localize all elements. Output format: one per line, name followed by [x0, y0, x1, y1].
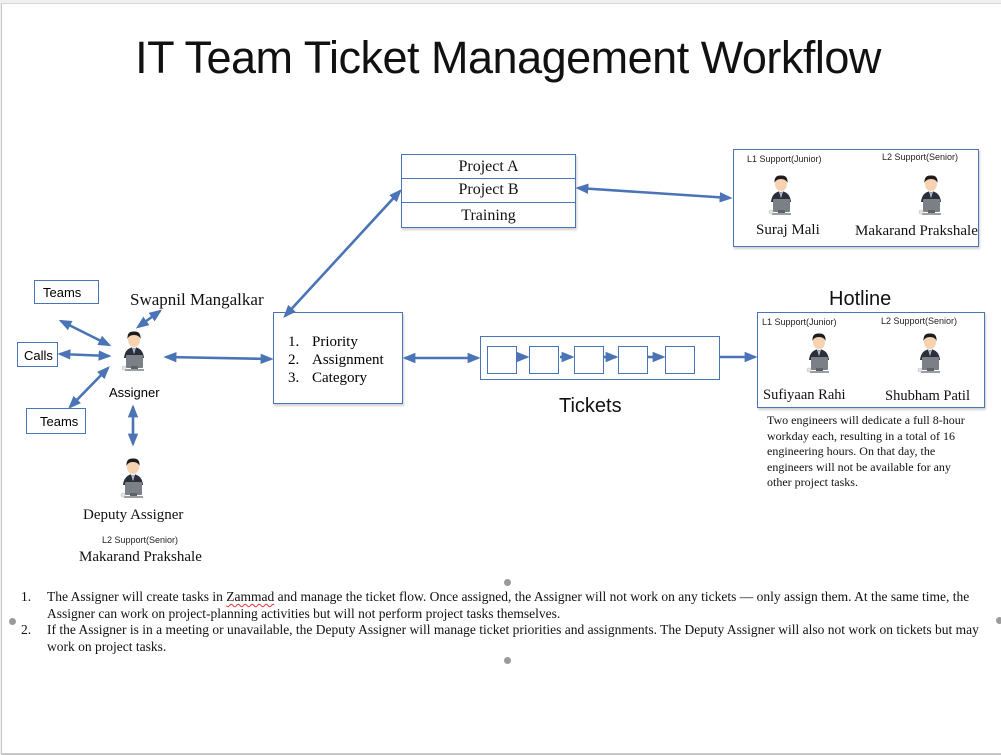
support-level-label: L1 Support(Junior)	[747, 154, 822, 164]
rules-list[interactable]: 1. The Assigner will create tasks in Zam…	[21, 589, 991, 655]
ticket-queue[interactable]	[480, 336, 720, 380]
engineer-name: Sufiyaan Rahi	[763, 387, 846, 403]
ticket-item[interactable]	[487, 346, 517, 374]
triage-item-label: Priority	[312, 334, 358, 350]
hotline-box[interactable]: L1 Support(Junior) L2 Support(Senior) Su…	[757, 312, 985, 408]
ticket-item[interactable]	[529, 346, 559, 374]
triage-item-label: Assignment	[312, 352, 384, 368]
deputy-role: Deputy Assigner	[83, 507, 184, 523]
ticket-item[interactable]	[665, 346, 695, 374]
diagram-title: IT Team Ticket Management Workflow	[135, 32, 881, 83]
triage-item: 1.Priority 2.Assignment 3.Category	[288, 334, 384, 386]
tickets-label: Tickets	[559, 395, 622, 417]
assigner-role: Assigner	[109, 385, 160, 400]
engineer-name: Shubham Patil	[885, 388, 970, 404]
support-level-label: L2 Support(Senior)	[881, 316, 958, 326]
engineer-icon	[914, 172, 948, 216]
support-level-label: L1 Support(Junior)	[762, 317, 837, 327]
training: Training	[461, 207, 516, 224]
channel-label: Teams	[43, 285, 82, 300]
engineer-icon	[802, 330, 836, 374]
project-support-box[interactable]: L1 Support(Junior) L2 Support(Senior) Su…	[733, 149, 979, 247]
channel-calls[interactable]: Calls	[17, 342, 58, 367]
deputy-level: L2 Support(Senior)	[102, 535, 179, 545]
engineer-icon	[913, 330, 947, 374]
hotline-title: Hotline	[829, 288, 892, 310]
ticket-item[interactable]	[618, 346, 648, 374]
resize-handle-bottom[interactable]	[504, 657, 511, 664]
triage-item-label: Category	[312, 370, 367, 386]
channel-label: Calls	[24, 348, 53, 363]
engineer-icon	[764, 172, 798, 216]
assigner-icon[interactable]	[117, 328, 151, 372]
resize-handle-right[interactable]	[996, 617, 1001, 624]
project-a: Project A	[402, 156, 575, 179]
channel-teams-top[interactable]: Teams	[34, 280, 99, 304]
rule-item: 1. The Assigner will create tasks in Zam…	[21, 589, 970, 621]
project-b: Project B	[402, 178, 575, 203]
resize-handle-top[interactable]	[504, 579, 511, 586]
rule-item: 2. If the Assigner is in a meeting or un…	[21, 622, 979, 654]
channel-label: Teams	[40, 414, 79, 429]
projects-box[interactable]: Project A Project B Training	[401, 154, 576, 228]
resize-handle-left[interactable]	[9, 618, 16, 625]
deputy-assigner-icon[interactable]	[116, 455, 150, 499]
triage-box[interactable]: 1.Priority 2.Assignment 3.Category	[273, 312, 403, 404]
support-level-label: L2 Support(Senior)	[882, 152, 959, 162]
assigner-name: Swapnil Mangalkar	[130, 290, 264, 309]
ticket-item[interactable]	[574, 346, 604, 374]
deputy-name: Makarand Prakshale	[79, 549, 202, 565]
hotline-note: Two engineers will dedicate a full 8-hou…	[767, 413, 965, 489]
channel-teams-bottom[interactable]: Teams	[26, 408, 86, 434]
engineer-name: Suraj Mali	[756, 222, 820, 238]
spellcheck-flagged-word[interactable]: Zammad	[226, 589, 275, 604]
engineer-name: Makarand Prakshale	[855, 223, 978, 239]
